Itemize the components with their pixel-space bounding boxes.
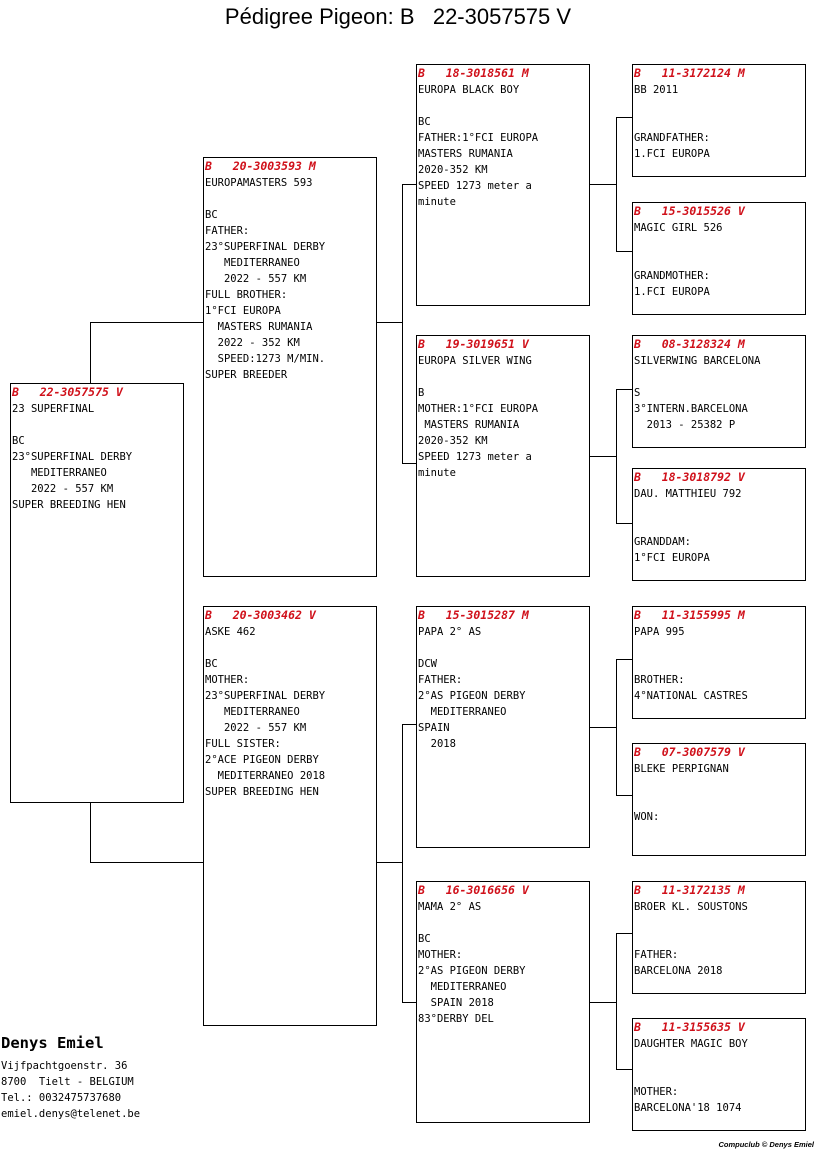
pigeon-details: MAGIC GIRL 526 GRANDMOTHER: 1.FCI EUROPA	[634, 222, 723, 298]
ring-number: B 18-3018561 M	[418, 66, 529, 80]
ring-number: B 11-3172135 M	[634, 883, 745, 897]
ring-number: B 08-3128324 M	[634, 337, 745, 351]
mf-mother-card: B 07-3007579 V BLEKE PERPIGNAN WON:	[632, 743, 806, 856]
page-title: Pédigree Pigeon: B 22-3057575 V	[224, 4, 572, 29]
father-card: B 20-3003593 M EUROPAMASTERS 593 BC FATH…	[203, 157, 377, 577]
ring-number: B 20-3003593 M	[205, 159, 316, 173]
credit-text: Compuclub © Denys Emiel	[718, 1140, 814, 1149]
pigeon-details: BB 2011 GRANDFATHER: 1.FCI EUROPA	[634, 84, 710, 160]
pigeon-details: BROER KL. SOUSTONS FATHER: BARCELONA 201…	[634, 901, 748, 977]
mf-father-card: B 11-3155995 M PAPA 995 BROTHER: 4°NATIO…	[632, 606, 806, 719]
pigeon-details: 23 SUPERFINAL BC 23°SUPERFINAL DERBY MED…	[12, 403, 133, 511]
pigeon-details: EUROPA SILVER WING B MOTHER:1°FCI EUROPA…	[418, 355, 539, 479]
pigeon-details: EUROPAMASTERS 593 BC FATHER: 23°SUPERFIN…	[205, 177, 326, 381]
mother-mother-card: B 16-3016656 V MAMA 2° AS BC MOTHER: 2°A…	[416, 881, 590, 1123]
father-mother-card: B 19-3019651 V EUROPA SILVER WING B MOTH…	[416, 335, 590, 577]
owner-street: Vijfpachtgoenstr. 36	[1, 1060, 128, 1072]
ring-number: B 15-3015287 M	[418, 608, 529, 622]
pigeon-details: DAU. MATTHIEU 792 GRANDDAM: 1°FCI EUROPA	[634, 488, 742, 564]
ring-number: B 19-3019651 V	[418, 337, 529, 351]
pigeon-details: MAMA 2° AS BC MOTHER: 2°AS PIGEON DERBY …	[418, 901, 526, 1025]
pigeon-details: BLEKE PERPIGNAN WON:	[634, 763, 729, 823]
fm-father-card: B 08-3128324 M SILVERWING BARCELONA S 3°…	[632, 335, 806, 448]
ring-number: B 11-3155635 V	[634, 1020, 745, 1034]
mm-father-card: B 11-3172135 M BROER KL. SOUSTONS FATHER…	[632, 881, 806, 994]
ring-number: B 22-3057575 V	[12, 385, 123, 399]
ring-number: B 20-3003462 V	[205, 608, 316, 622]
owner-name: Denys Emiel	[1, 1034, 104, 1052]
mother-father-card: B 15-3015287 M PAPA 2° AS DCW FATHER: 2°…	[416, 606, 590, 848]
ff-father-card: B 11-3172124 M BB 2011 GRANDFATHER: 1.FC…	[632, 64, 806, 177]
pigeon-details: SILVERWING BARCELONA S 3°INTERN.BARCELON…	[634, 355, 761, 431]
ring-number: B 11-3155995 M	[634, 608, 745, 622]
owner-city: 8700 Tielt - BELGIUM	[1, 1076, 134, 1088]
pigeon-details: PAPA 995 BROTHER: 4°NATIONAL CASTRES	[634, 626, 748, 702]
owner-phone: Tel.: 0032475737680	[1, 1092, 122, 1104]
pigeon-details: ASKE 462 BC MOTHER: 23°SUPERFINAL DERBY …	[205, 626, 326, 798]
mother-card: B 20-3003462 V ASKE 462 BC MOTHER: 23°SU…	[203, 606, 377, 1026]
fm-mother-card: B 18-3018792 V DAU. MATTHIEU 792 GRANDDA…	[632, 468, 806, 581]
pigeon-details: DAUGHTER MAGIC BOY MOTHER: BARCELONA'18 …	[634, 1038, 748, 1114]
ring-number: B 07-3007579 V	[634, 745, 745, 759]
ring-number: B 15-3015526 V	[634, 204, 745, 218]
father-father-card: B 18-3018561 M EUROPA BLACK BOY BC FATHE…	[416, 64, 590, 306]
ring-number: B 16-3016656 V	[418, 883, 529, 897]
pigeon-details: PAPA 2° AS DCW FATHER: 2°AS PIGEON DERBY…	[418, 626, 526, 750]
pigeon-details: EUROPA BLACK BOY BC FATHER:1°FCI EUROPA …	[418, 84, 539, 208]
subject-card: B 22-3057575 V 23 SUPERFINAL BC 23°SUPER…	[10, 383, 184, 803]
mm-mother-card: B 11-3155635 V DAUGHTER MAGIC BOY MOTHER…	[632, 1018, 806, 1131]
owner-email: emiel.denys@telenet.be	[1, 1108, 141, 1120]
ring-number: B 18-3018792 V	[634, 470, 745, 484]
ring-number: B 11-3172124 M	[634, 66, 745, 80]
ff-mother-card: B 15-3015526 V MAGIC GIRL 526 GRANDMOTHE…	[632, 202, 806, 315]
